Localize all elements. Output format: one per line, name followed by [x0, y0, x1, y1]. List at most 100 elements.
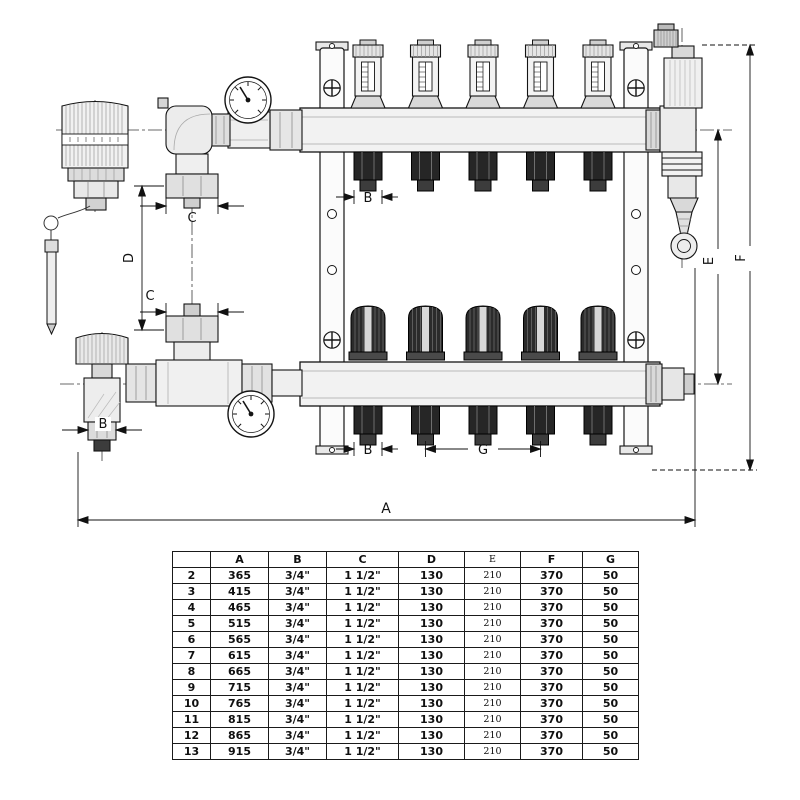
flow-meter	[522, 39, 559, 109]
value-cell: 3/4"	[268, 679, 327, 696]
value-cell: 210	[464, 615, 521, 632]
thermostatic-valve-cap	[578, 305, 618, 361]
value-cell: 370	[520, 647, 583, 664]
dimension-label-b-valve: B	[99, 417, 108, 432]
dimension-E: E	[702, 129, 722, 385]
value-cell: 365	[210, 567, 269, 584]
corner-header-cell	[172, 551, 211, 568]
outlet-connection	[468, 151, 498, 192]
value-cell: 50	[582, 743, 639, 760]
value-cell: 370	[520, 663, 583, 680]
value-cell: 1 1/2"	[326, 615, 399, 632]
capillary-sensor	[43, 205, 91, 336]
outlet-connection	[526, 151, 555, 192]
dimension-label-c-bottom: C	[145, 289, 154, 304]
pressure-gauge-bottom	[227, 390, 275, 438]
dimension-label-f: F	[734, 254, 749, 261]
dimension-label-b-bottom: B	[364, 443, 373, 458]
value-cell: 130	[398, 743, 465, 760]
top-outlets	[353, 151, 613, 192]
row-index-cell: 4	[172, 599, 211, 616]
value-cell: 50	[582, 583, 639, 600]
value-cell: 1 1/2"	[326, 711, 399, 728]
value-cell: 50	[582, 647, 639, 664]
value-cell: 1 1/2"	[326, 631, 399, 648]
value-cell: 370	[520, 583, 583, 600]
manifold-technical-drawing: A B B B C	[43, 23, 757, 527]
dimension-label-d: D	[122, 253, 137, 263]
value-cell: 370	[520, 615, 583, 632]
value-cell: 130	[398, 727, 465, 744]
column-header-cell: F	[520, 551, 583, 568]
value-cell: 210	[464, 599, 521, 616]
value-cell: 865	[210, 727, 269, 744]
value-cell: 50	[582, 711, 639, 728]
column-header-cell: C	[326, 551, 399, 568]
column-header-cell: A	[210, 551, 269, 568]
value-cell: 210	[464, 679, 521, 696]
dimension-F: F	[652, 44, 757, 471]
row-index-cell: 6	[172, 631, 211, 648]
value-cell: 615	[210, 647, 269, 664]
row-index-cell: 12	[172, 727, 211, 744]
value-cell: 1 1/2"	[326, 743, 399, 760]
air-vent	[653, 23, 703, 153]
value-cell: 3/4"	[268, 743, 327, 760]
value-cell: 130	[398, 615, 465, 632]
row-index-cell: 8	[172, 663, 211, 680]
value-cell: 50	[582, 727, 639, 744]
value-cell: 210	[464, 695, 521, 712]
value-cell: 370	[520, 599, 583, 616]
value-cell: 210	[464, 647, 521, 664]
value-cell: 130	[398, 647, 465, 664]
thermostatic-valve-cap	[521, 305, 560, 361]
dimension-label-e: E	[702, 257, 717, 265]
value-cell: 370	[520, 631, 583, 648]
value-cell: 210	[464, 663, 521, 680]
value-cell: 50	[582, 599, 639, 616]
thermostatic-valve-cap	[463, 305, 503, 361]
dimension-label-g: G	[478, 443, 488, 458]
value-cell: 50	[582, 631, 639, 648]
row-index-cell: 9	[172, 679, 211, 696]
dimension-C-bottom: C	[140, 289, 244, 320]
value-cell: 565	[210, 631, 269, 648]
flow-meter	[465, 39, 501, 109]
value-cell: 3/4"	[268, 599, 327, 616]
column-header-cell: G	[582, 551, 639, 568]
dimension-label-b-top: B	[364, 191, 373, 206]
outlet-connection	[411, 151, 440, 192]
phillips-screw-icon	[627, 331, 645, 349]
value-cell: 765	[210, 695, 269, 712]
flow-meter	[350, 39, 386, 109]
value-cell: 915	[210, 743, 269, 760]
outlet-connection	[583, 405, 613, 446]
top-manifold	[299, 107, 663, 153]
outlet-connection	[583, 151, 613, 192]
value-cell: 3/4"	[268, 711, 327, 728]
pressure-gauge-top	[224, 76, 272, 124]
value-cell: 3/4"	[268, 663, 327, 680]
dimension-G: G	[425, 441, 541, 458]
value-cell: 1 1/2"	[326, 567, 399, 584]
phillips-screw-icon	[627, 79, 645, 97]
value-cell: 370	[520, 567, 583, 584]
thermostatic-valve-cap	[406, 305, 445, 361]
thermostatic-valve-cap	[348, 305, 388, 361]
value-cell: 1 1/2"	[326, 663, 399, 680]
value-cell: 370	[520, 727, 583, 744]
value-cell: 210	[464, 583, 521, 600]
row-index-cell: 3	[172, 583, 211, 600]
value-cell: 1 1/2"	[326, 679, 399, 696]
dimension-C-top: C	[140, 198, 244, 226]
value-cell: 815	[210, 711, 269, 728]
value-cell: 210	[464, 727, 521, 744]
